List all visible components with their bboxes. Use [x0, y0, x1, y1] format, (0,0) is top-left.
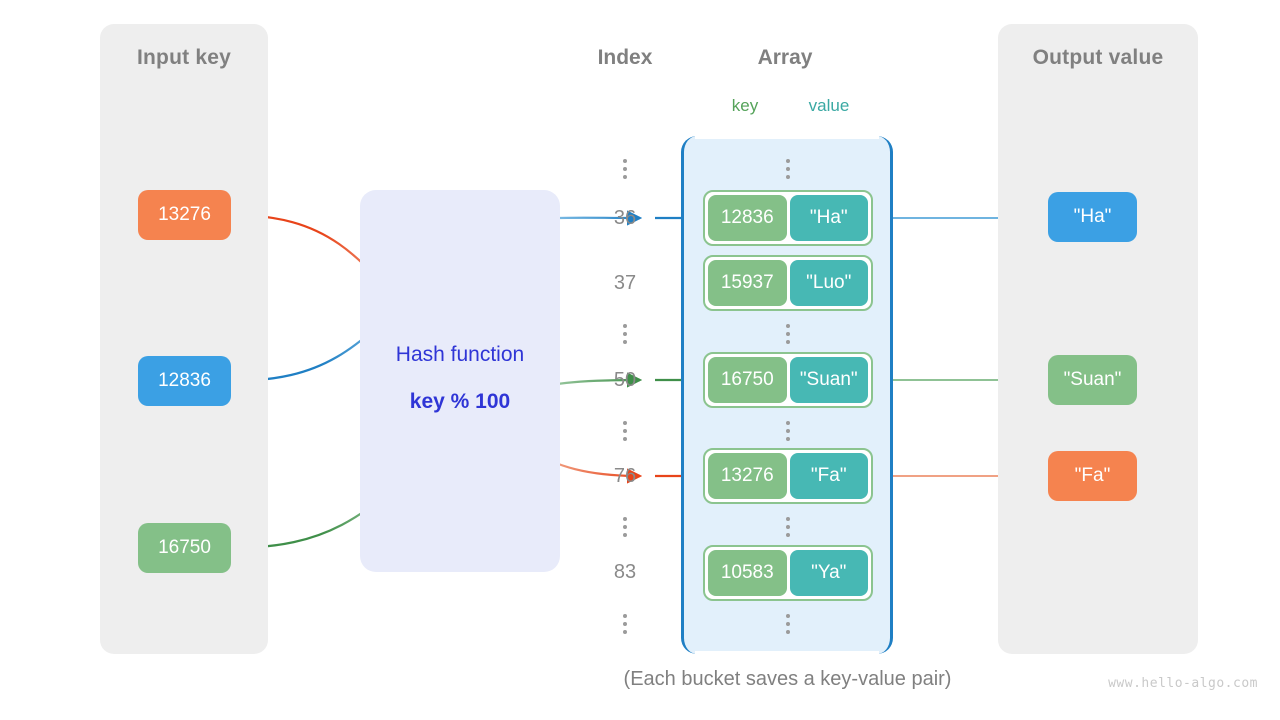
array-ellipsis-2	[778, 320, 798, 344]
index-ellipsis-bottom	[615, 610, 635, 634]
array-top-gap	[695, 135, 879, 139]
bucket-36-key: 12836	[708, 195, 787, 241]
bucket-83-key: 10583	[708, 550, 787, 596]
output-value-ha[interactable]: "Ha"	[1048, 192, 1137, 242]
index-label-36: 36	[613, 207, 637, 229]
input-key-12836[interactable]: 12836	[138, 356, 231, 406]
array-ellipsis-top	[778, 155, 798, 179]
bucket-36[interactable]: 12836 "Ha"	[703, 190, 873, 246]
input-key-13276[interactable]: 13276	[138, 190, 231, 240]
index-ellipsis-3	[615, 417, 635, 441]
bucket-37-key: 15937	[708, 260, 787, 306]
input-key-16750[interactable]: 16750	[138, 523, 231, 573]
bucket-83[interactable]: 10583 "Ya"	[703, 545, 873, 601]
array-ellipsis-3	[778, 417, 798, 441]
output-value-fa[interactable]: "Fa"	[1048, 451, 1137, 501]
bucket-76[interactable]: 13276 "Fa"	[703, 448, 873, 504]
bucket-83-value: "Ya"	[789, 550, 868, 596]
index-label-83: 83	[613, 561, 637, 583]
array-column-header: Array	[757, 46, 813, 69]
hash-function-label: Hash function	[395, 343, 525, 366]
bucket-76-value: "Fa"	[789, 453, 868, 499]
array-bottom-gap	[695, 651, 879, 655]
watermark-url: www.hello-algo.com	[1108, 676, 1258, 691]
array-ellipsis-4	[778, 513, 798, 537]
bucket-37[interactable]: 15937 "Luo"	[703, 255, 873, 311]
output-value-panel: Output value	[998, 24, 1198, 654]
bucket-50[interactable]: 16750 "Suan"	[703, 352, 873, 408]
index-column-header: Index	[597, 46, 653, 69]
output-panel-title: Output value	[1032, 46, 1164, 69]
bucket-76-key: 13276	[708, 453, 787, 499]
output-value-suan[interactable]: "Suan"	[1048, 355, 1137, 405]
index-ellipsis-4	[615, 513, 635, 537]
bucket-37-value: "Luo"	[789, 260, 868, 306]
index-ellipsis-2	[615, 320, 635, 344]
hash-function-box	[360, 190, 560, 572]
bucket-36-value: "Ha"	[789, 195, 868, 241]
index-ellipsis-top	[615, 155, 635, 179]
bucket-50-value: "Suan"	[789, 357, 868, 403]
index-label-37: 37	[613, 272, 637, 294]
hash-function-formula: key % 100	[409, 390, 511, 413]
value-subheader: value	[808, 96, 850, 115]
index-label-50: 50	[613, 369, 637, 391]
array-ellipsis-bottom	[778, 610, 798, 634]
input-panel-title: Input key	[137, 46, 231, 69]
index-label-76: 76	[613, 465, 637, 487]
diagram-caption: (Each bucket saves a key-value pair)	[623, 668, 952, 690]
bucket-50-key: 16750	[708, 357, 787, 403]
key-subheader: key	[731, 96, 759, 115]
